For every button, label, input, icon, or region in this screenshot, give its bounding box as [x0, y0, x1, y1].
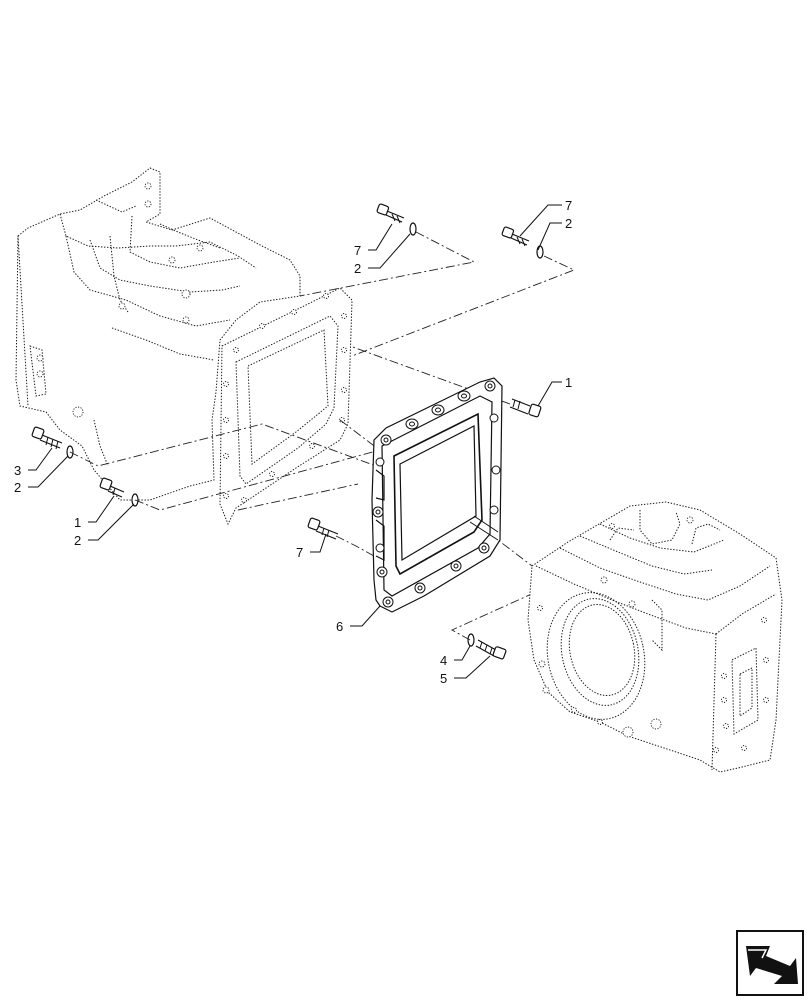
fastener-set-top-center — [376, 203, 417, 236]
fastener-set-lower — [467, 633, 507, 660]
callout-7-top-center: 7 — [354, 243, 361, 258]
fastener-set-top-right — [501, 226, 544, 259]
bolt-7a — [376, 203, 405, 224]
front-housing — [15, 167, 353, 526]
callout-2-left-upper: 2 — [14, 480, 21, 495]
adapter-plate — [371, 377, 503, 613]
callout-labels: 7 2 7 2 1 3 2 1 2 7 6 4 5 — [14, 198, 572, 686]
rear-housing — [527, 501, 783, 773]
bolt-1b — [99, 477, 125, 498]
plate-bosses — [372, 380, 501, 608]
washer-2b — [536, 245, 544, 259]
callout-2-top-center: 2 — [354, 261, 361, 276]
callout-1-right: 1 — [565, 375, 572, 390]
callout-2-left-lower: 2 — [74, 533, 81, 548]
callout-2-top-right: 2 — [565, 216, 572, 231]
callout-5-bolt: 5 — [440, 671, 447, 686]
fastener-set-left-lower — [99, 477, 139, 507]
fastener-set-left-upper — [31, 426, 74, 459]
bolt-3 — [31, 426, 63, 450]
callout-3-left: 3 — [14, 463, 21, 478]
callout-7-top-right: 7 — [565, 198, 572, 213]
washer-2a — [409, 222, 417, 236]
callout-6-plate: 6 — [336, 619, 343, 634]
bolt-7b — [501, 226, 530, 247]
callout-leaders — [28, 204, 562, 679]
bolt-7c — [307, 517, 339, 540]
callout-4-washer: 4 — [440, 653, 447, 668]
next-page-arrow-icon[interactable] — [736, 930, 804, 996]
callout-7-center: 7 — [296, 545, 303, 560]
washer-4 — [467, 633, 475, 647]
bolt-5 — [475, 639, 507, 660]
bolt-1a — [509, 398, 542, 418]
callout-1-left: 1 — [74, 515, 81, 530]
